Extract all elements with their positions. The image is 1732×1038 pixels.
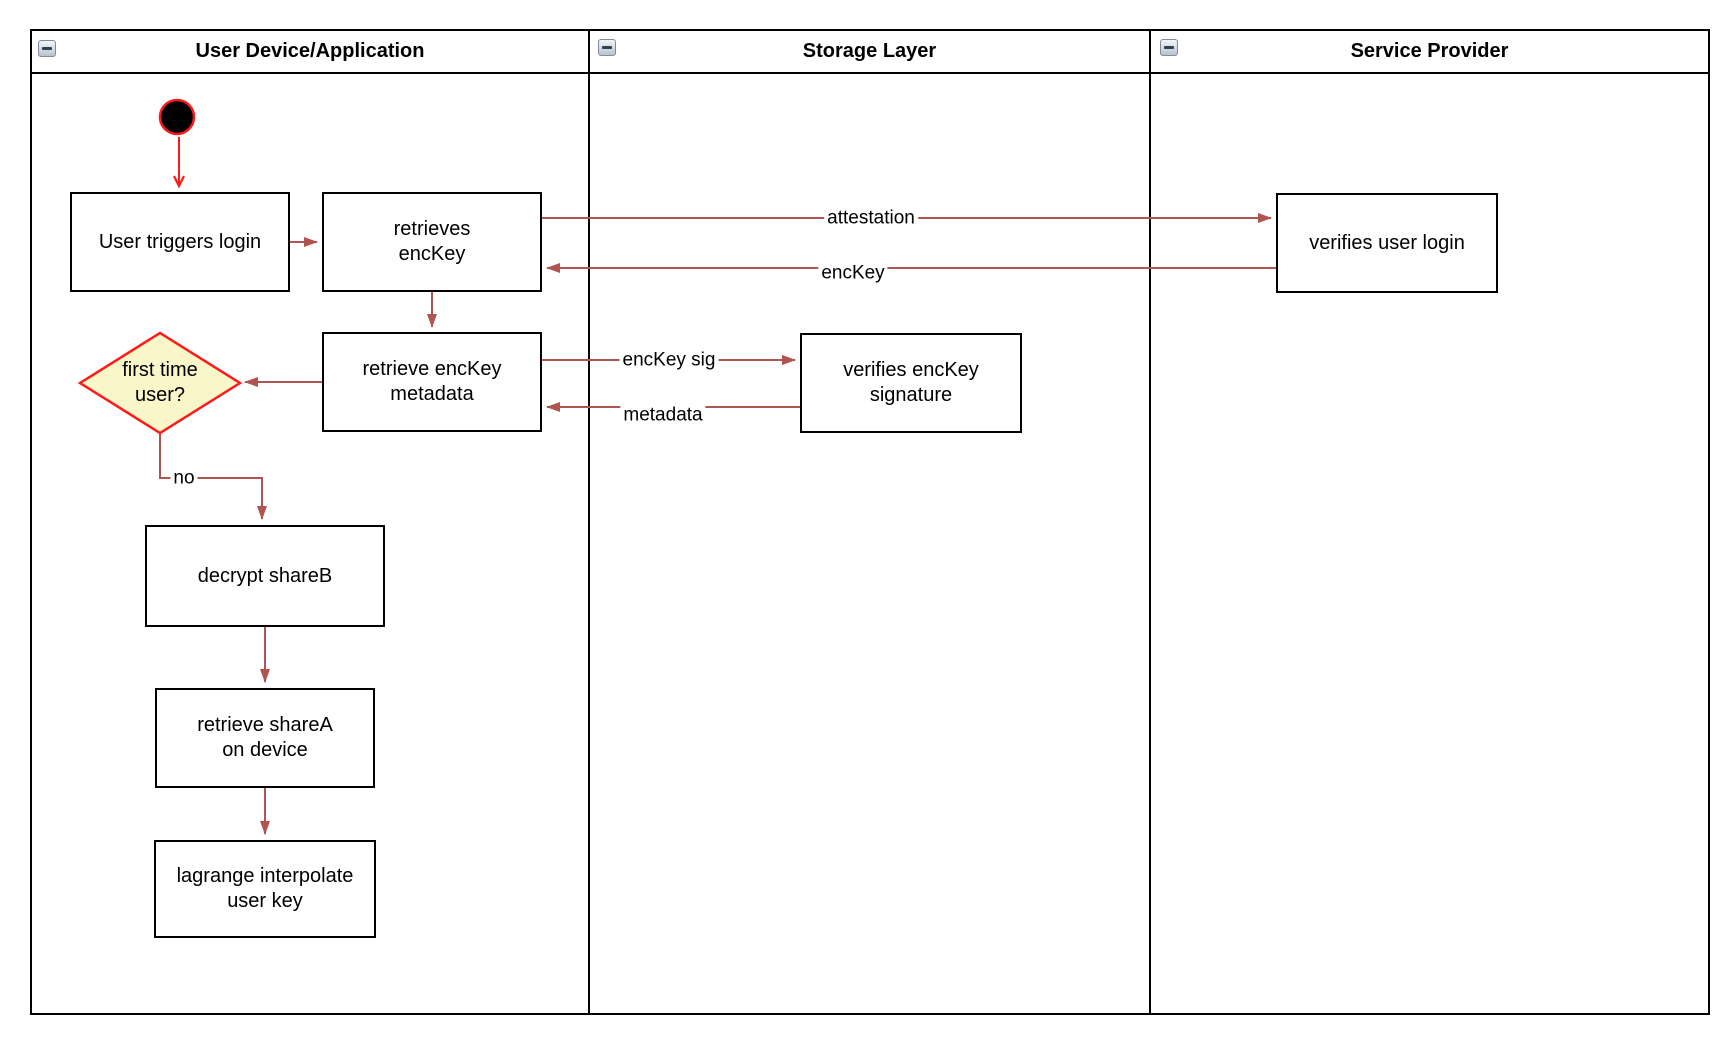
edge-decision-no	[159, 433, 267, 520]
minus-icon	[42, 47, 52, 50]
minus-icon	[1164, 46, 1174, 49]
edge-label-attestation: attestation	[824, 207, 918, 229]
lane-header-divider	[30, 72, 1710, 74]
activity-lagrange-interpolate[interactable]: lagrange interpolate user key	[154, 840, 376, 938]
edge-label-enckey-sig: encKey sig	[619, 349, 719, 371]
lane-separator-2	[1149, 29, 1151, 1015]
lane-header-storage-layer[interactable]: Storage Layer	[802, 40, 937, 62]
collapse-lane-icon[interactable]	[1160, 39, 1178, 56]
activity-verifies-user-login[interactable]: verifies user login	[1276, 193, 1498, 293]
lane-header-user-device[interactable]: User Device/Application	[195, 40, 425, 62]
decision-diamond-label: first time user?	[122, 359, 198, 406]
edge-label-metadata: metadata	[620, 404, 706, 426]
activity-retrieves-enckey[interactable]: retrieves encKey	[322, 192, 542, 292]
activity-verifies-enckey-signature[interactable]: verifies encKey signature	[800, 333, 1022, 433]
activity-retrieve-sharea[interactable]: retrieve shareA on device	[155, 688, 375, 788]
activity-retrieve-enckey-metadata[interactable]: retrieve encKey metadata	[322, 332, 542, 432]
decision-diamond[interactable]	[77, 331, 243, 435]
minus-icon	[602, 46, 612, 49]
lane-separator-1	[588, 29, 590, 1015]
collapse-lane-icon[interactable]	[38, 40, 56, 57]
activity-user-triggers-login[interactable]: User triggers login	[70, 192, 290, 292]
collapse-lane-icon[interactable]	[598, 39, 616, 56]
activity-decrypt-shareb[interactable]: decrypt shareB	[145, 525, 385, 627]
edge-label-no: no	[170, 467, 198, 489]
start-node[interactable]	[158, 98, 196, 136]
edge-label-enckey: encKey	[818, 262, 888, 284]
lane-header-service-provider[interactable]: Service Provider	[1350, 40, 1509, 62]
